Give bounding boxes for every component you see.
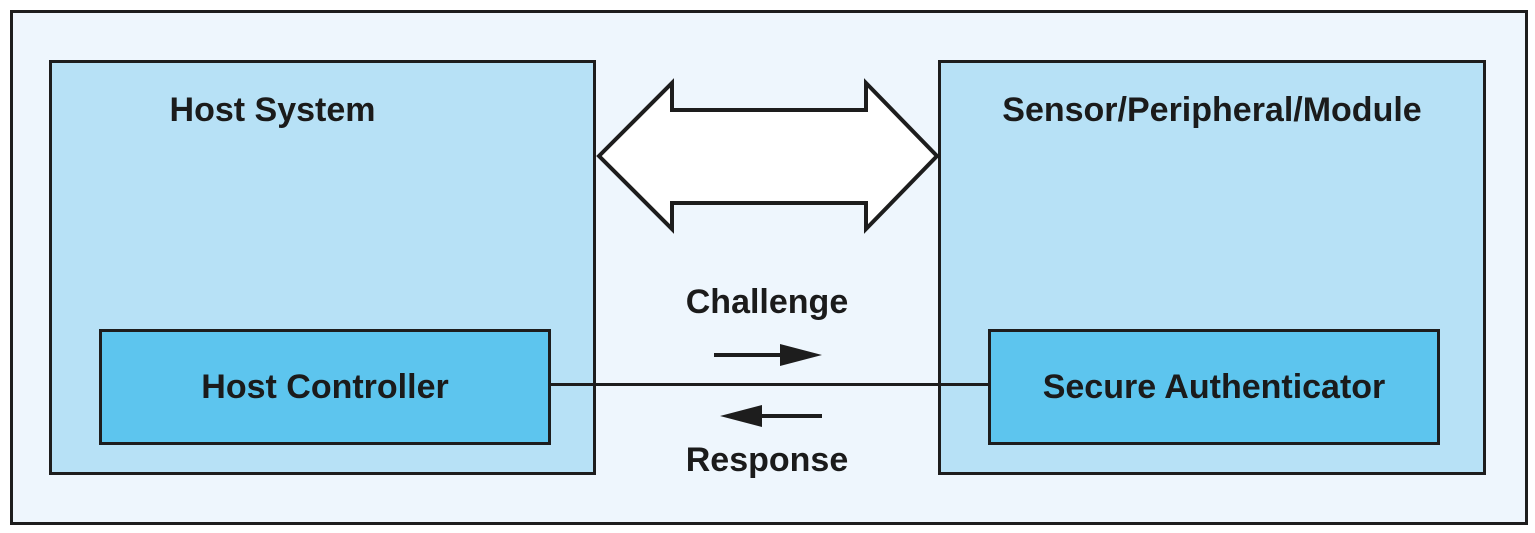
challenge-arrow-icon [714,344,822,366]
response-arrow-icon [720,405,822,427]
challenge-label: Challenge [685,283,849,321]
connection-line [548,383,990,386]
host-system-block: Host System Host Controller [49,60,596,475]
host-system-title: Host System [169,91,376,129]
host-controller-block: Host Controller [99,329,551,445]
module-block: Sensor/Peripheral/Module Secure Authenti… [938,60,1486,475]
module-title: Sensor/Peripheral/Module [1002,91,1422,129]
bidirectional-arrow [596,78,940,234]
secure-authenticator-block: Secure Authenticator [988,329,1440,445]
response-label: Response [685,441,849,479]
